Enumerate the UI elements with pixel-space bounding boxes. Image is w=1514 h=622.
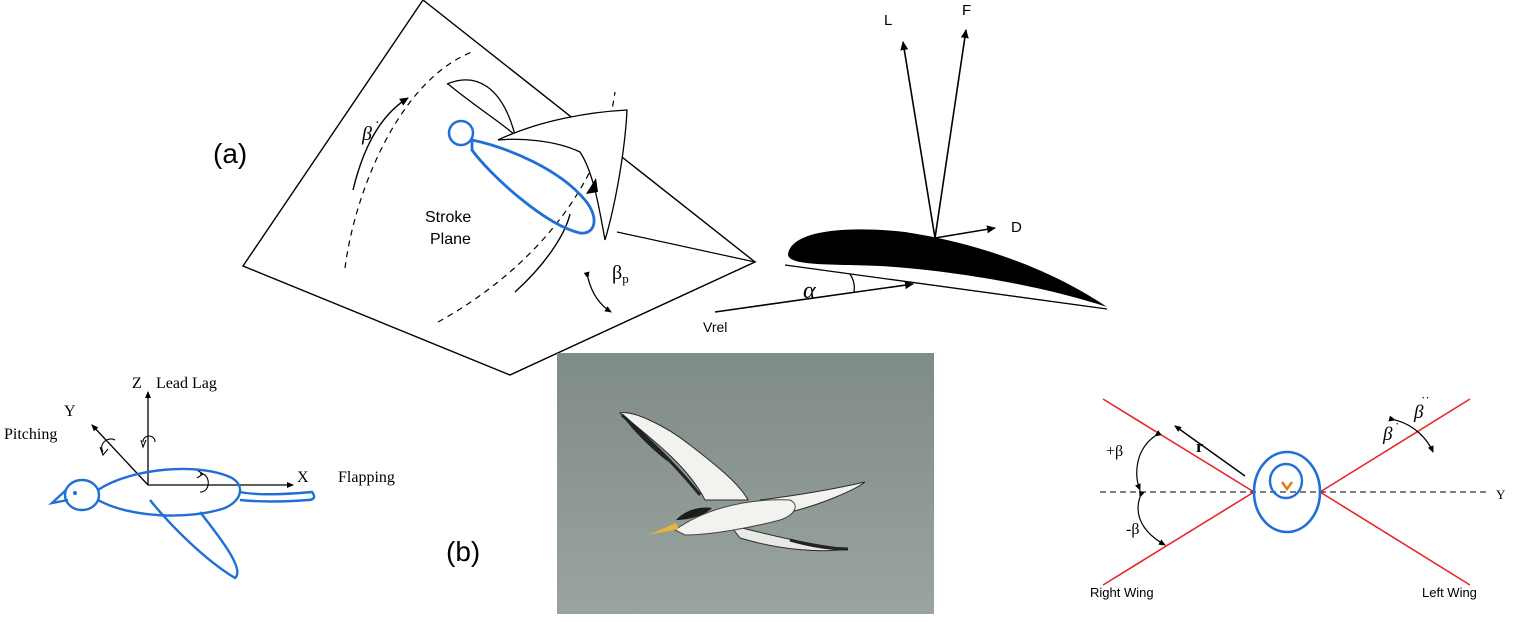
drag-vector <box>934 225 996 239</box>
beta-p-label: βp <box>612 262 629 286</box>
chord-line <box>784 264 1108 310</box>
photo-sky <box>557 353 934 614</box>
beta-dot-dot: · <box>375 116 380 131</box>
alpha-arc <box>849 273 855 293</box>
solid-arc-lower <box>514 213 571 293</box>
front-view-diagram: r +β -β β · β ·· Y Right Wing Left Wing <box>1090 390 1506 600</box>
stroke-plane-diagram: (a) β · Stroke Plane βp <box>213 0 757 376</box>
trajectory-arrowhead <box>586 178 598 194</box>
right-wing-lower-line <box>1102 491 1255 586</box>
beta-ddot-mark: ·· <box>1421 390 1430 405</box>
solid-arc-upper <box>352 97 409 191</box>
force-label: F <box>962 2 971 19</box>
r-label: r <box>1196 437 1204 456</box>
beta-p-symbol: β <box>612 262 622 284</box>
lead-lag-rotation-icon <box>140 435 156 449</box>
pitching-label: Pitching <box>4 426 57 443</box>
fuselage-inner <box>1268 462 1304 500</box>
panel-a-label: (a) <box>213 138 247 169</box>
horizontal-plane <box>509 231 757 376</box>
dashed-path-left <box>344 51 473 269</box>
lift-label: L <box>884 12 892 29</box>
bird-head <box>63 478 101 512</box>
beta-p-arc <box>583 271 612 313</box>
z-axis-label: Z <box>132 375 142 392</box>
center-marker <box>1281 481 1293 492</box>
pitching-rotation-icon <box>99 438 116 457</box>
minus-beta-label: -β <box>1126 521 1139 538</box>
bird-eye <box>73 491 77 495</box>
beta-p-subscript: p <box>622 271 629 286</box>
bird-body <box>97 467 242 517</box>
left-wing-label: Left Wing <box>1422 585 1477 600</box>
r-vector <box>1174 425 1246 477</box>
bird-axes-diagram: Z Lead Lag Y Pitching X Flapping <box>4 375 395 580</box>
left-wing-upper-line <box>1319 398 1471 493</box>
left-wing-lower-line <box>1319 491 1471 586</box>
beta-dot-label: β <box>361 123 372 145</box>
drag-label: D <box>1011 219 1022 236</box>
panel-b-label: (b) <box>446 536 480 567</box>
tern-wing-lower-dark <box>789 538 849 551</box>
plus-beta-label: +β <box>1106 443 1123 460</box>
airfoil-shape <box>788 229 1107 307</box>
tern-body <box>674 499 796 536</box>
right-wing-upper-line <box>1102 398 1255 493</box>
right-wing-label: Right Wing <box>1090 585 1154 600</box>
y-axis-front-label: Y <box>1496 487 1506 502</box>
tern-photograph <box>557 353 934 614</box>
flapping-label: Flapping <box>338 469 395 486</box>
alpha-label: α <box>803 278 816 304</box>
tern-wing-left <box>618 412 749 501</box>
flapping-rotation-icon <box>196 469 209 493</box>
bird-beak <box>48 489 69 505</box>
stroke-plane <box>241 0 757 376</box>
minus-beta-arc <box>1137 490 1166 546</box>
x-axis-label: X <box>297 469 309 486</box>
y-axis-label: Y <box>64 403 76 420</box>
tern-beak <box>648 523 679 535</box>
tern-wing-left-dark-edge <box>621 413 702 496</box>
airfoil-diagram: L F D α Vrel <box>703 2 1108 335</box>
y-axis <box>91 424 149 486</box>
wingtip-trajectory-loop <box>470 138 596 235</box>
fuselage-outer <box>1252 450 1322 534</box>
lift-vector <box>900 41 936 239</box>
vrel-vector <box>714 281 914 313</box>
plus-beta-arc <box>1134 430 1162 491</box>
force-vector <box>934 29 969 239</box>
wing-root-circle <box>447 119 475 147</box>
tern-head-cap <box>676 507 712 520</box>
dashed-path-right <box>437 91 616 323</box>
stroke-plane-label-1: Stroke <box>425 209 471 226</box>
beta-dot-front-mark: · <box>1395 416 1399 431</box>
lead-lag-label: Lead Lag <box>156 375 217 392</box>
vrel-label: Vrel <box>703 319 727 335</box>
beta-ddot-label: β <box>1413 402 1424 423</box>
beta-dot-front-label: β <box>1382 424 1393 445</box>
bird-tail <box>239 490 316 503</box>
stroke-plane-label-2: Plane <box>430 231 471 248</box>
wing-outline-extended <box>497 109 628 241</box>
bird-wing-lower <box>149 499 239 580</box>
beta-rate-arc <box>1388 415 1434 453</box>
